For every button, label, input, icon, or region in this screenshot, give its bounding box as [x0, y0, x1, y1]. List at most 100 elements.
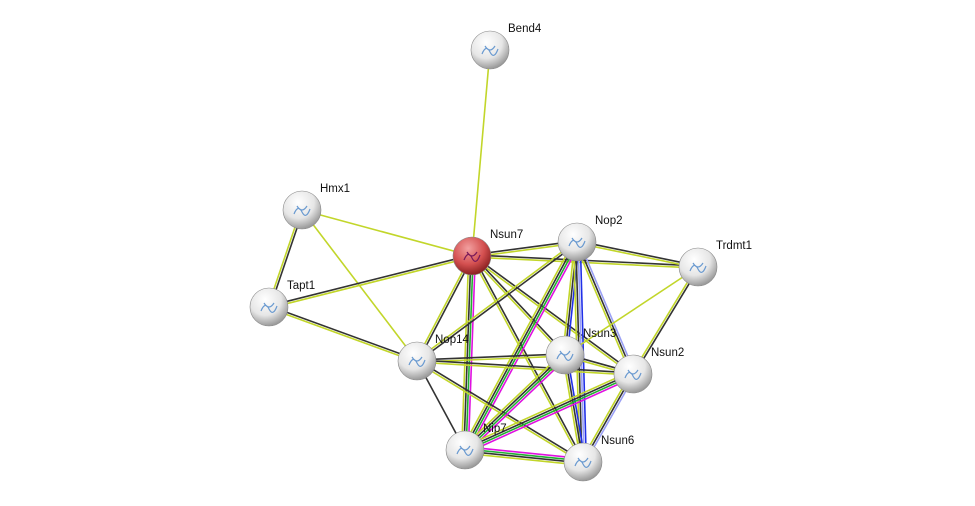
node-nop2[interactable]: Nop2: [557, 215, 623, 262]
evidence-line-lightblue: [578, 240, 636, 374]
evidence-line-yellowgreen: [463, 370, 632, 448]
edge-nop14-nsun2[interactable]: [416, 359, 634, 376]
evidence-line-yellowgreen: [415, 240, 577, 361]
edge-nsun3-nip7[interactable]: [462, 352, 568, 453]
evidence-line-dark: [268, 254, 472, 307]
node-nsun6[interactable]: Nsun6: [563, 435, 634, 482]
evidence-line-dark: [576, 241, 634, 375]
evidence-line-dark: [464, 450, 583, 464]
protein-structure-icon: [574, 457, 592, 468]
protein-structure-icon: [456, 445, 474, 456]
evidence-line-dark: [472, 254, 635, 374]
evidence-line-dark: [472, 255, 585, 462]
node-hmx1[interactable]: Hmx1: [282, 183, 350, 230]
evidence-line-magenta: [467, 243, 581, 452]
node-bend4[interactable]: Bend4: [470, 23, 542, 70]
evidence-line-yellowgreen: [268, 307, 417, 363]
edge-nsun7-nsun3[interactable]: [470, 254, 567, 357]
evidence-line-yellowgreen: [470, 256, 633, 376]
node-nip7[interactable]: Nip7: [445, 423, 507, 470]
evidence-line-yellowgreen: [574, 242, 632, 376]
edge-nsun7-nip7[interactable]: [460, 255, 477, 451]
edge-nop2-nop14[interactable]: [415, 240, 579, 363]
node-label: Nsun6: [601, 435, 634, 447]
evidence-line-yellowgreen: [471, 49, 491, 257]
evidence-line-green: [465, 448, 584, 462]
node-nsun7[interactable]: Nsun7: [452, 229, 523, 276]
protein-structure-icon: [556, 350, 574, 361]
protein-structure-icon: [293, 205, 311, 216]
evidence-line-yellowgreen: [460, 255, 470, 450]
edge-nsun7-nsun6[interactable]: [470, 255, 585, 463]
node-label: Nop2: [595, 215, 623, 227]
node-label: Trdmt1: [716, 240, 752, 252]
edge-nop2-nip7[interactable]: [461, 240, 581, 452]
evidence-line-yellowgreen: [415, 255, 472, 361]
protein-structure-icon: [689, 262, 707, 273]
evidence-line-dark: [633, 267, 700, 375]
protein-structure-icon: [260, 302, 278, 313]
node-trdmt1[interactable]: Trdmt1: [678, 240, 752, 287]
node-label: Nsun7: [490, 229, 523, 241]
edge-nip7-nsun6[interactable]: [464, 445, 584, 467]
edge-hmx1-nsun7[interactable]: [301, 209, 473, 257]
evidence-line-green: [465, 256, 474, 451]
evidence-line-dark: [463, 255, 472, 450]
evidence-line-dark: [463, 241, 577, 450]
evidence-line-dark: [463, 353, 565, 450]
protein-structure-icon: [481, 45, 499, 56]
evidence-line-yellowgreen: [631, 266, 698, 374]
evidence-line-dark: [417, 256, 474, 362]
evidence-line-yellowgreen: [564, 266, 699, 356]
edge-nop2-nsun2[interactable]: [574, 240, 636, 376]
evidence-line-green: [465, 355, 567, 452]
protein-structure-icon: [568, 237, 586, 248]
edge-tapt1-nop14[interactable]: [268, 305, 418, 363]
edge-trdmt1-nsun2[interactable]: [631, 266, 700, 375]
node-nop14[interactable]: Nop14: [397, 334, 469, 381]
evidence-line-green: [465, 374, 634, 452]
evidence-line-yellowgreen: [416, 361, 633, 376]
evidence-line-yellowgreen: [576, 242, 698, 269]
node-label: Nip7: [483, 423, 507, 435]
edge-tapt1-nsun7[interactable]: [268, 254, 473, 309]
evidence-line-yellowgreen: [464, 452, 583, 467]
edge-nsun7-nsun2[interactable]: [470, 254, 635, 376]
evidence-line-green: [465, 242, 579, 451]
node-label: Nsun2: [651, 347, 684, 359]
evidence-line-yellowgreen: [470, 256, 583, 463]
node-tapt1[interactable]: Tapt1: [249, 280, 315, 327]
evidence-line-dark: [472, 254, 567, 355]
evidence-line-yellowgreen: [301, 209, 473, 257]
protein-structure-icon: [624, 369, 642, 380]
edge-nsun7-nop14[interactable]: [415, 255, 474, 362]
evidence-line-dark: [577, 240, 699, 267]
edge-trdmt1-nsun3[interactable]: [564, 266, 699, 356]
node-nsun2[interactable]: Nsun2: [613, 347, 684, 394]
node-label: Nsun3: [583, 328, 616, 340]
edge-bend4-nsun7[interactable]: [471, 49, 491, 257]
node-label: Tapt1: [287, 280, 315, 292]
node-label: Hmx1: [320, 183, 350, 195]
evidence-line-magenta: [466, 356, 568, 453]
node-nsun3[interactable]: Nsun3: [545, 328, 616, 375]
evidence-line-yellowgreen: [461, 240, 575, 449]
edge-nsun2-nip7[interactable]: [463, 370, 635, 454]
protein-structure-icon: [408, 356, 426, 367]
evidence-line-dark: [464, 372, 633, 450]
evidence-line-yellowgreen: [470, 256, 565, 357]
evidence-line-yellowgreen: [269, 256, 473, 309]
node-label: Bend4: [508, 23, 542, 35]
evidence-line-magenta: [466, 376, 635, 454]
evidence-line-dark: [269, 305, 418, 361]
evidence-line-dark: [417, 242, 579, 363]
evidence-line-dark: [417, 359, 634, 374]
node-label: Nop14: [435, 334, 469, 346]
edge-nop2-trdmt1[interactable]: [576, 240, 699, 269]
evidence-line-magenta: [465, 445, 584, 460]
evidence-line-dark: [416, 353, 565, 361]
protein-structure-icon: [463, 251, 481, 262]
evidence-line-yellowgreen: [462, 352, 564, 449]
